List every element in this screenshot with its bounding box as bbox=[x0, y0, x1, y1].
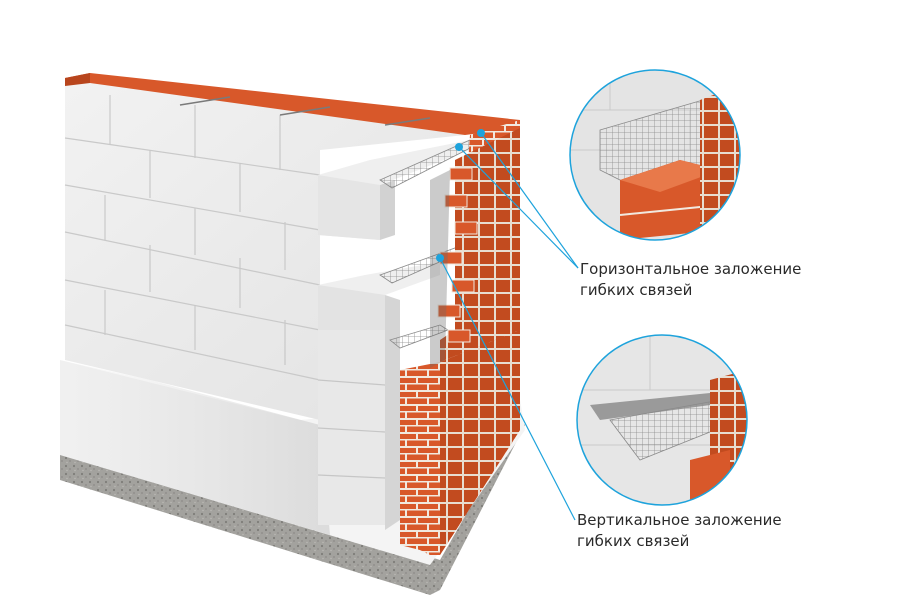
callout-horizontal-line1: Горизонтальное заложение bbox=[580, 260, 802, 278]
aerated-concrete-wall bbox=[64, 73, 520, 420]
floor-shadow bbox=[60, 360, 330, 535]
detail-circle-horizontal bbox=[569, 69, 741, 241]
callout-vertical-line1: Вертикальное заложение bbox=[577, 511, 782, 529]
callout-vertical-label: Вертикальное заложение гибких связей bbox=[577, 510, 782, 552]
leader-dots bbox=[436, 129, 485, 262]
callout-horizontal-label: Горизонтальное заложение гибких связей bbox=[580, 259, 801, 301]
corner-block-column bbox=[317, 140, 470, 530]
detail-circle-vertical bbox=[576, 334, 748, 506]
callout-vertical-line2: гибких связей bbox=[577, 532, 690, 550]
leader-lines bbox=[439, 132, 579, 521]
callout-horizontal-line2: гибких связей bbox=[580, 281, 693, 299]
brick-veneer bbox=[400, 120, 520, 555]
